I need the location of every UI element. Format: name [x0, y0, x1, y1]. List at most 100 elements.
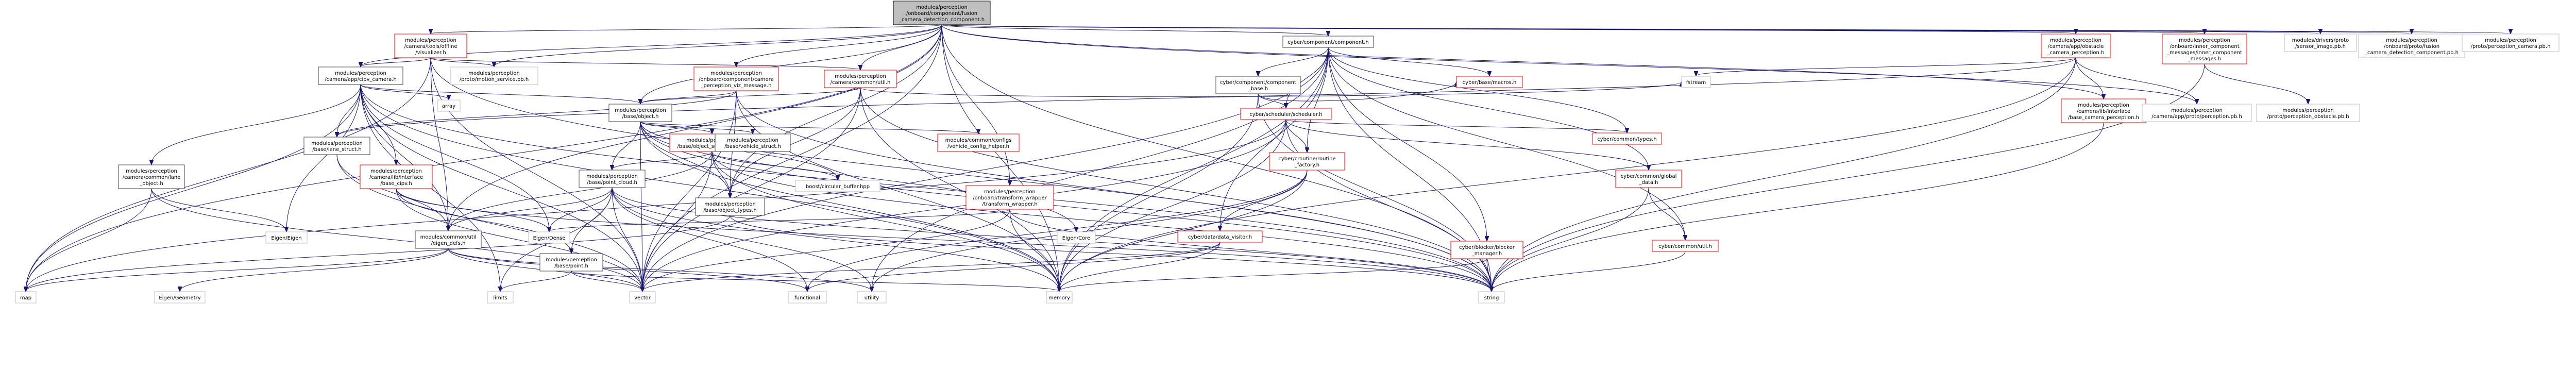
include-edge: [941, 24, 2205, 33]
include-edge: [1059, 119, 1286, 291]
include-edge: [1696, 57, 2076, 76]
graph-node-camera-vis-message[interactable]: modules/perception/onboard/component/cam…: [693, 66, 779, 91]
include-edge: [860, 24, 942, 70]
include-edge: [2075, 57, 2104, 98]
node-box: [1282, 36, 1374, 48]
graph-node-point-cloud[interactable]: modules/perception/base/point_cloud.h: [579, 170, 646, 188]
graph-node-base-macros[interactable]: cyber/base/macros.h: [1456, 76, 1523, 88]
graph-node-data-visitor[interactable]: cyber/data/data_visitor.h: [1177, 230, 1263, 243]
graph-node-base-cipv[interactable]: modules/perception/camera/lib/interface/…: [360, 164, 433, 189]
node-label-line: modules/perception: [2386, 38, 2437, 43]
graph-node-base-point[interactable]: modules/perception/base/point.h: [539, 253, 603, 272]
node-box: [1652, 240, 1719, 252]
include-edge: [941, 24, 1010, 185]
node-label-line: modules/perception: [615, 108, 666, 113]
node-box: [2041, 33, 2111, 58]
node-label-line: _camera_detection_component.h: [899, 17, 985, 23]
include-edge: [151, 188, 286, 231]
node-label-line: cyber/common/util.h: [1658, 244, 1712, 249]
node-label-line: array: [442, 104, 455, 109]
graph-node-camera-app-perception-pb: modules/perception/camera/app/proto/perc…: [2142, 104, 2252, 122]
graph-node-component-base[interactable]: cyber/component/component_base.h: [1215, 76, 1301, 94]
include-edge: [1059, 242, 1221, 291]
node-label-line: /onboard/transform_wrapper: [973, 195, 1047, 201]
include-edge: [1285, 119, 1649, 170]
node-box: [265, 231, 308, 244]
include-edge: [1328, 47, 1649, 170]
node-label-line: _data.h: [1638, 180, 1658, 186]
graph-node-transform-wrapper[interactable]: modules/perception/onboard/transform_wra…: [965, 185, 1054, 210]
node-label-line: cyber/blocker/blocker: [1459, 245, 1515, 250]
graph-node-app-obstacle-cam[interactable]: modules/perception/camera/app/obstacle_c…: [2041, 33, 2111, 58]
node-label-line: _manager.h: [1471, 251, 1502, 257]
graph-node-motion-service-pb: modules/perception/proto/motion_service.…: [450, 66, 538, 85]
node-box: [318, 66, 403, 85]
include-edge: [941, 24, 1328, 36]
node-label-line: /onboard/component/camera: [699, 77, 774, 82]
include-edge: [1009, 209, 1059, 291]
node-label-line: modules/perception: [126, 169, 177, 174]
include-edge: [180, 248, 449, 291]
node-label-line: cyber/common/global: [1621, 174, 1677, 179]
graph-node-blocker-manager[interactable]: cyber/blocker/blocker_manager.h: [1450, 241, 1523, 259]
graph-node-inner-component-messages[interactable]: modules/perception/onboard/inner_compone…: [2162, 33, 2247, 64]
include-edge: [337, 90, 737, 137]
graph-node-cipv-camera[interactable]: modules/perception/camera/app/cipv_camer…: [318, 66, 403, 85]
include-edge: [1059, 57, 2076, 291]
graph-node-vehicle-struct[interactable]: modules/perception/base/vehicle_struct.h: [715, 133, 791, 152]
graph-node-frame-object[interactable]: modules/perception/camera/common/lane_ob…: [118, 164, 185, 189]
graph-node-visualizer[interactable]: modules/perception/camera/tools/offline/…: [394, 33, 467, 58]
node-label-line: /base/object_types.h: [703, 208, 756, 213]
graph-node-base-camera-perception[interactable]: modules/perception/camera/lib/interface/…: [2061, 98, 2146, 123]
node-label-line: /eigen_defs.h: [431, 241, 466, 246]
node-label-line: /camera/common/lane: [123, 175, 181, 180]
graph-node-cyber-common-types[interactable]: cyber/common/types.h: [1592, 132, 1662, 145]
node-box: [1478, 291, 1505, 304]
node-box: [715, 133, 791, 152]
graph-node-common-util-h[interactable]: cyber/common/util.h: [1652, 240, 1719, 252]
node-label-line: /camera/lib/interface: [2077, 109, 2130, 114]
graph-node-perception-obstacle-pb: modules/perception/proto/perception_obst…: [2256, 104, 2360, 122]
include-edge: [1285, 119, 1627, 132]
node-box: [415, 230, 482, 249]
include-edge: [612, 151, 713, 170]
graph-node-base-object[interactable]: modules/perception/base/object.h: [608, 104, 672, 122]
include-edge: [500, 271, 572, 291]
graph-node-routine-factory[interactable]: cyber/croutine/routine_factory.h: [1269, 152, 1345, 171]
include-edge: [431, 24, 942, 33]
node-box: [1240, 108, 1332, 120]
graph-node-vehicle-config-helper[interactable]: modules/common/configs/vehicle_config_he…: [937, 133, 1020, 152]
include-edge: [1328, 47, 1489, 76]
node-label-line: fstream: [1686, 80, 1706, 86]
graph-node-lane-struct[interactable]: modules/perception/base/lane_struct.h: [303, 137, 370, 155]
include-edge: [1285, 119, 1492, 291]
include-edge: [360, 84, 1059, 291]
graph-node-memory: memory: [1046, 291, 1073, 304]
include-edge: [494, 24, 942, 66]
graph-node-object-types[interactable]: modules/perception/base/object_types.h: [695, 197, 765, 216]
graph-node-string: string: [1478, 291, 1505, 304]
node-box: [2284, 33, 2357, 52]
graph-node-common-util[interactable]: modules/perception/camera/common/util.h: [824, 70, 897, 88]
include-edge: [642, 209, 1010, 291]
graph-node-eigen-defs[interactable]: modules/common/util/eigen_defs.h: [415, 230, 482, 249]
node-label-line: modules/perception: [2050, 38, 2102, 43]
node-label-line: /vehicle_config_helper.h: [947, 144, 1009, 149]
graph-node-global-data[interactable]: cyber/common/global_data.h: [1615, 170, 1682, 188]
node-label-line: /camera/app/cipv_camera.h: [325, 77, 397, 82]
graph-node-root[interactable]: modules/perception/onboard/component/fus…: [893, 1, 991, 25]
node-box: [1615, 170, 1682, 188]
include-edge: [640, 90, 737, 104]
include-edge: [612, 187, 1059, 291]
node-label-line: Eigen/Core: [1062, 235, 1090, 241]
graph-node-cyber-component[interactable]: cyber/component/component.h: [1282, 36, 1374, 48]
node-label-line: cyber/component/component: [1220, 80, 1296, 86]
graph-node-utility: utility: [857, 291, 887, 304]
node-label-line: _camera_perception.h: [2047, 50, 2105, 56]
include-edge: [286, 84, 361, 231]
include-edge: [1285, 119, 1307, 152]
node-box: [437, 99, 461, 112]
node-label-line: /base/point.h: [554, 263, 588, 269]
include-edge: [549, 187, 613, 231]
graph-node-scheduler[interactable]: cyber/scheduler/scheduler.h: [1240, 108, 1332, 120]
